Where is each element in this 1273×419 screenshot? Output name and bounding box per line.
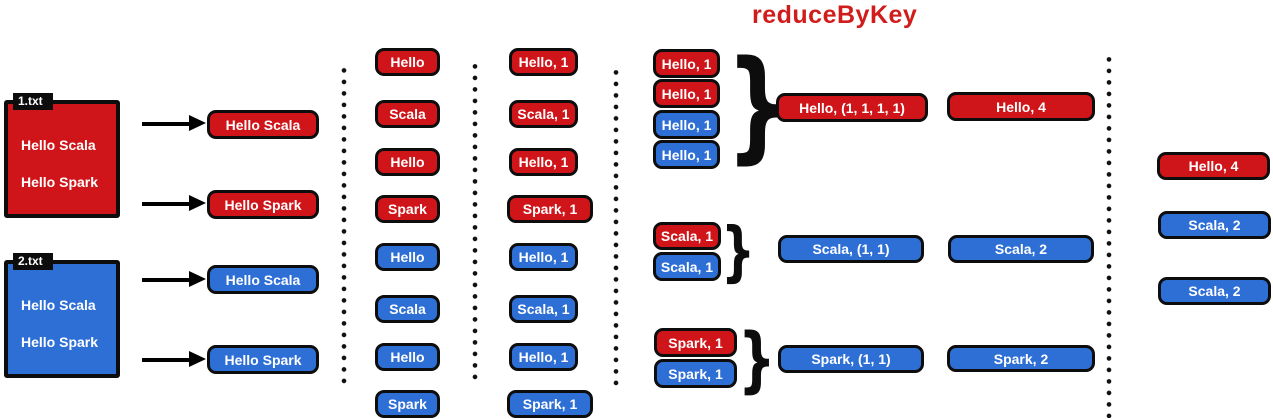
pair-box: Hello, 1: [509, 148, 578, 176]
file-box-2: 2.txt Hello Scala Hello Spark: [4, 253, 120, 378]
dotted-separator: [472, 63, 478, 385]
file-box-1: 1.txt Hello Scala Hello Spark: [4, 93, 120, 218]
group-item-box: Spark, 1: [654, 328, 737, 357]
pair-box: Hello, 1: [509, 48, 578, 76]
file-text-line: Hello Scala: [21, 137, 96, 153]
arrow-right-icon: [142, 115, 206, 132]
group-item-box: Hello, 1: [653, 79, 720, 108]
pair-box: Hello, 1: [509, 343, 578, 371]
word-box: Hello: [375, 48, 440, 76]
dotted-separator: [613, 69, 619, 387]
line-box: Hello Scala: [207, 110, 319, 139]
brace-icon: }: [721, 214, 756, 290]
line-box: Hello Spark: [207, 345, 319, 374]
group-item-box: Hello, 1: [653, 110, 720, 139]
pair-box: Scala, 1: [509, 295, 578, 323]
tuple-box: Spark, (1, 1): [778, 345, 924, 373]
word-box: Spark: [375, 195, 440, 223]
group-item-box: Hello, 1: [653, 49, 720, 78]
file-text-line: Hello Scala: [21, 297, 96, 313]
tuple-box: Hello, (1, 1, 1, 1): [776, 93, 928, 122]
group-item-box: Scala, 1: [653, 222, 721, 250]
reduced-box: Hello, 4: [947, 92, 1095, 121]
group-item-box: Hello, 1: [653, 140, 720, 169]
dotted-separator: [1106, 56, 1112, 418]
arrow-right-icon: [142, 195, 206, 212]
reduced-box: Spark, 2: [947, 345, 1095, 372]
pair-box: Spark, 1: [507, 195, 593, 223]
file-text-line: Hello Spark: [21, 174, 99, 190]
file-name-label: 2.txt: [13, 253, 53, 270]
line-box: Hello Spark: [207, 190, 319, 219]
final-box: Scala, 2: [1158, 277, 1271, 305]
word-box: Hello: [375, 148, 440, 176]
diagram-title: reduceByKey: [752, 1, 918, 29]
file-text-line: Hello Spark: [21, 334, 99, 350]
pair-box: Spark, 1: [507, 390, 593, 418]
arrow-right-icon: [142, 351, 206, 368]
arrow-right-icon: [142, 271, 206, 288]
word-box: Scala: [375, 100, 440, 128]
group-item-box: Scala, 1: [653, 252, 721, 281]
final-box: Scala, 2: [1158, 211, 1271, 239]
word-box: Hello: [375, 243, 440, 271]
brace-icon: }: [738, 317, 776, 402]
tuple-box: Scala, (1, 1): [778, 235, 924, 263]
group-item-box: Spark, 1: [654, 359, 737, 388]
pair-box: Scala, 1: [509, 100, 578, 128]
word-box: Hello: [375, 343, 440, 371]
reduced-box: Scala, 2: [948, 235, 1094, 263]
pair-box: Hello, 1: [509, 243, 578, 271]
word-box: Spark: [375, 390, 440, 418]
final-box: Hello, 4: [1157, 152, 1270, 180]
dotted-separator: [341, 67, 347, 389]
word-box: Scala: [375, 295, 440, 323]
file-name-label: 1.txt: [13, 93, 53, 110]
line-box: Hello Scala: [207, 265, 319, 294]
